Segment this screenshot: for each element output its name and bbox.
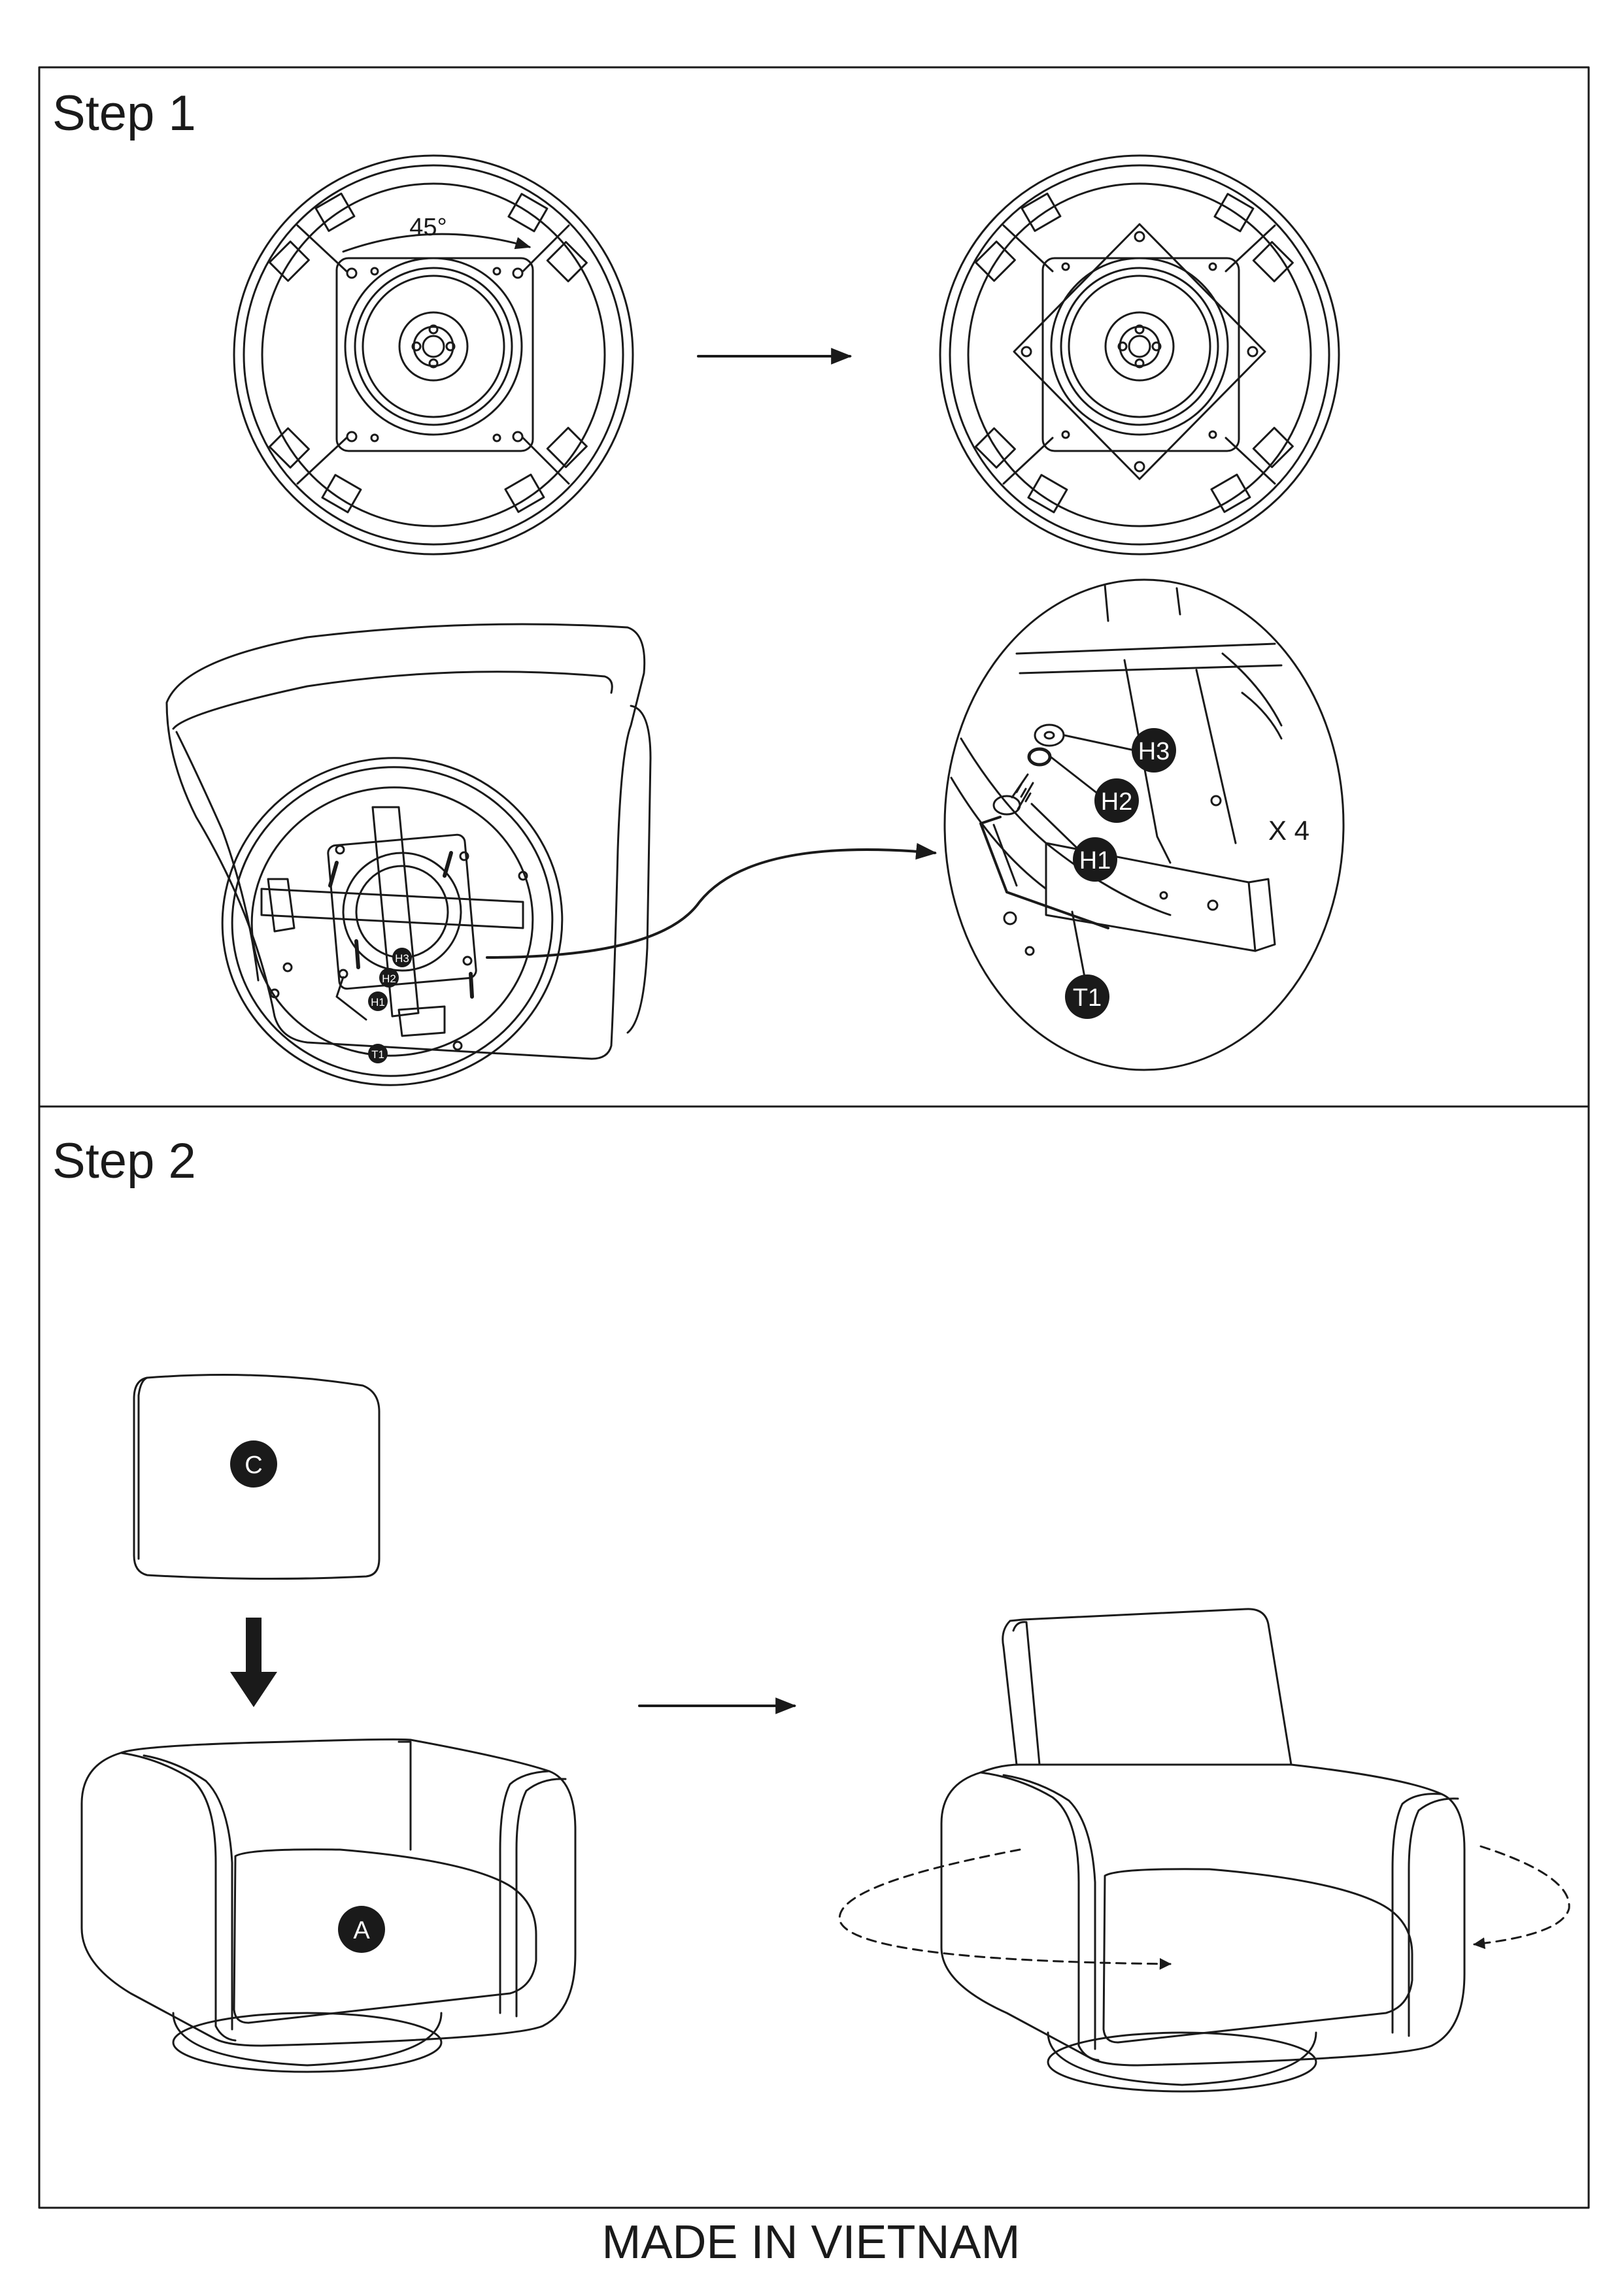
step-2-title: Step 2: [52, 1133, 196, 1189]
step-1-frame: [38, 66, 1590, 1108]
back-cushion: [133, 1374, 380, 1580]
step-1-title: Step 1: [52, 86, 196, 141]
callout-t1: T1: [1065, 974, 1109, 1019]
chair-callout-h2: H2: [379, 968, 399, 988]
chair-callout-h2-label: H2: [382, 973, 396, 985]
callout-h3-label: H3: [1138, 738, 1170, 765]
callout-a: A: [338, 1906, 385, 1953]
rotation-angle-label: 45°: [409, 214, 447, 241]
chair-callout-h3: H3: [392, 948, 412, 967]
hardware-detail-zoom: [943, 578, 1345, 1071]
chair-callout-t1-label: T1: [371, 1048, 384, 1061]
quantity-label: X 4: [1268, 815, 1309, 846]
chair-callout-h1: H1: [368, 991, 388, 1011]
chair-without-cushion: [80, 1738, 577, 2073]
chair-callout-h1-label: H1: [371, 996, 385, 1008]
down-arrow-icon: [230, 1618, 277, 1707]
callout-c: C: [230, 1440, 277, 1488]
callout-h1-label: H1: [1079, 847, 1111, 874]
swivel-base-before: [233, 154, 634, 556]
step-2-frame: [38, 1105, 1590, 2209]
callout-h2-label: H2: [1101, 788, 1133, 816]
chair-callout-t1: T1: [368, 1044, 388, 1063]
assembled-swivel-chair: [838, 1608, 1570, 2093]
swivel-base-after: [939, 154, 1340, 556]
callout-h2: H2: [1094, 778, 1139, 823]
callout-t1-label: T1: [1073, 984, 1102, 1012]
callout-h3: H3: [1132, 728, 1176, 773]
chair-callout-h3-label: H3: [395, 952, 409, 965]
chair-underside-view: [165, 623, 938, 1086]
callout-a-label: A: [353, 1917, 370, 1944]
origin-label: MADE IN VIETNAM: [601, 2216, 1021, 2269]
callout-h1: H1: [1073, 837, 1117, 882]
callout-c-label: C: [245, 1452, 262, 1479]
